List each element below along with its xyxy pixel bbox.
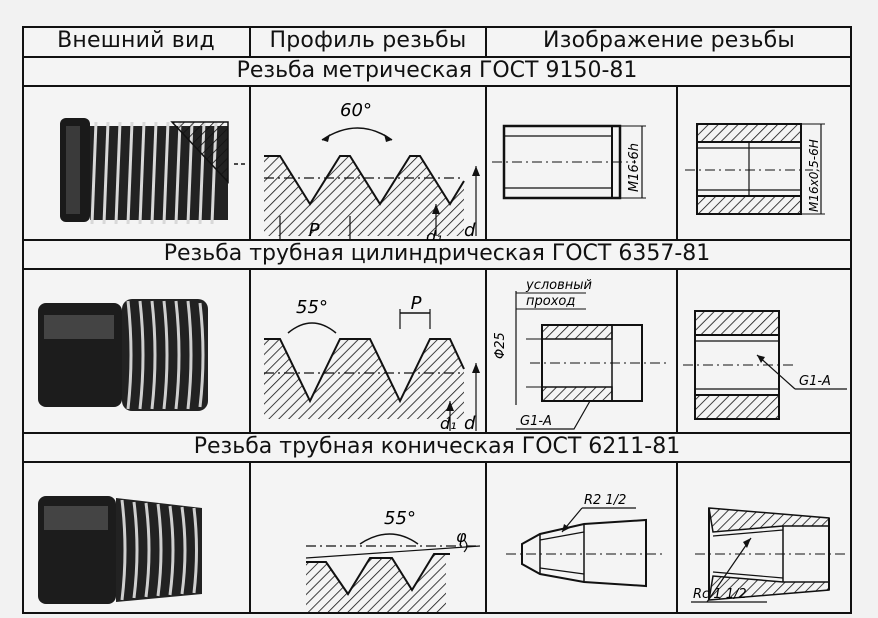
pipe-cyl-phi-label: Φ25 [493,332,508,359]
pipe-cyl-pitch-label: P [411,293,422,314]
header-thread-profile: Профиль резьбы [269,28,467,53]
header-thread-image: Изображение резьбы [543,28,795,53]
metric-rod-drawing: M16-6h [492,124,646,200]
header-external-view: Внешний вид [57,28,215,53]
pipe-cyl-rod-dimension: G1-A [520,414,552,429]
pipe-cyl-d-label: d [464,413,476,433]
metric-d1-label: d₁ [426,227,443,240]
pipe-cyl-hole-image: G1-A [677,269,852,433]
pipe-con-hole-image: Rc 1 1/2 [677,462,852,614]
pipe-cyl-rod-image: Φ25 условный проход G1-A [486,269,677,433]
pipe-con-external-view [22,462,250,614]
pipe-con-rod-dimension: R2 1/2 [584,493,626,508]
pipe-cyl-nominal-label-2: проход [526,294,575,309]
pipe-cyl-hole-drawing: G1-A [683,310,847,420]
metric-rod-image: M16-6h [486,86,677,240]
section-title-pipe-conical: Резьба трубная коническая ГОСТ 6211-81 [193,434,681,459]
pipe-con-hole-drawing: Rc 1 1/2 [691,507,845,603]
metric-d-label: d [464,220,476,240]
pipe-cyl-nominal-label-1: условный [525,278,592,293]
thread-types-table: Внешний вид Профиль резьбы Изображение р… [22,26,852,614]
pipe-cyl-fitting-drawing [38,299,208,411]
section-title-pipe-cylindrical: Резьба трубная цилиндрическая ГОСТ 6357-… [163,241,711,266]
pipe-con-profile: 55° φ [250,462,486,614]
pipe-cyl-external-view [22,269,250,433]
metric-rod-dimension: M16-6h [627,143,642,192]
metric-profile: 60° P d₁ d [250,86,486,246]
pipe-cyl-d1-label: d₁ [440,414,457,433]
metric-bolt-drawing [60,118,248,225]
metric-pitch-label: P [309,220,320,240]
metric-external-view [22,86,250,240]
metric-angle-label: 60° [340,100,372,121]
pipe-cyl-rod-drawing: Φ25 условный проход G1-A [493,278,666,430]
pipe-con-phi-label: φ [456,527,467,546]
pipe-con-hole-dimension: Rc 1 1/2 [693,587,747,602]
pipe-cyl-profile-drawing: 55° P d₁ d [264,293,480,434]
table-grid [22,26,852,614]
pipe-cyl-profile: 55° P d₁ d [250,269,486,434]
metric-profile-drawing: 60° P d₁ d [264,100,480,246]
metric-hole-image: M16x0,5-6H [677,86,852,240]
pipe-con-rod-image: R2 1/2 [486,462,677,614]
metric-hole-dimension: M16x0,5-6H [807,139,821,212]
pipe-con-rod-drawing: R2 1/2 [506,493,664,588]
section-title-metric: Резьба метрическая ГОСТ 9150-81 [236,58,638,83]
pipe-con-profile-drawing: 55° φ [305,508,481,614]
pipe-con-fitting-drawing [38,496,202,604]
pipe-con-angle-label: 55° [384,508,416,529]
pipe-cyl-angle-label: 55° [296,297,328,318]
pipe-cyl-hole-dimension: G1-A [799,374,831,389]
metric-hole-drawing: M16x0,5-6H [685,123,825,215]
